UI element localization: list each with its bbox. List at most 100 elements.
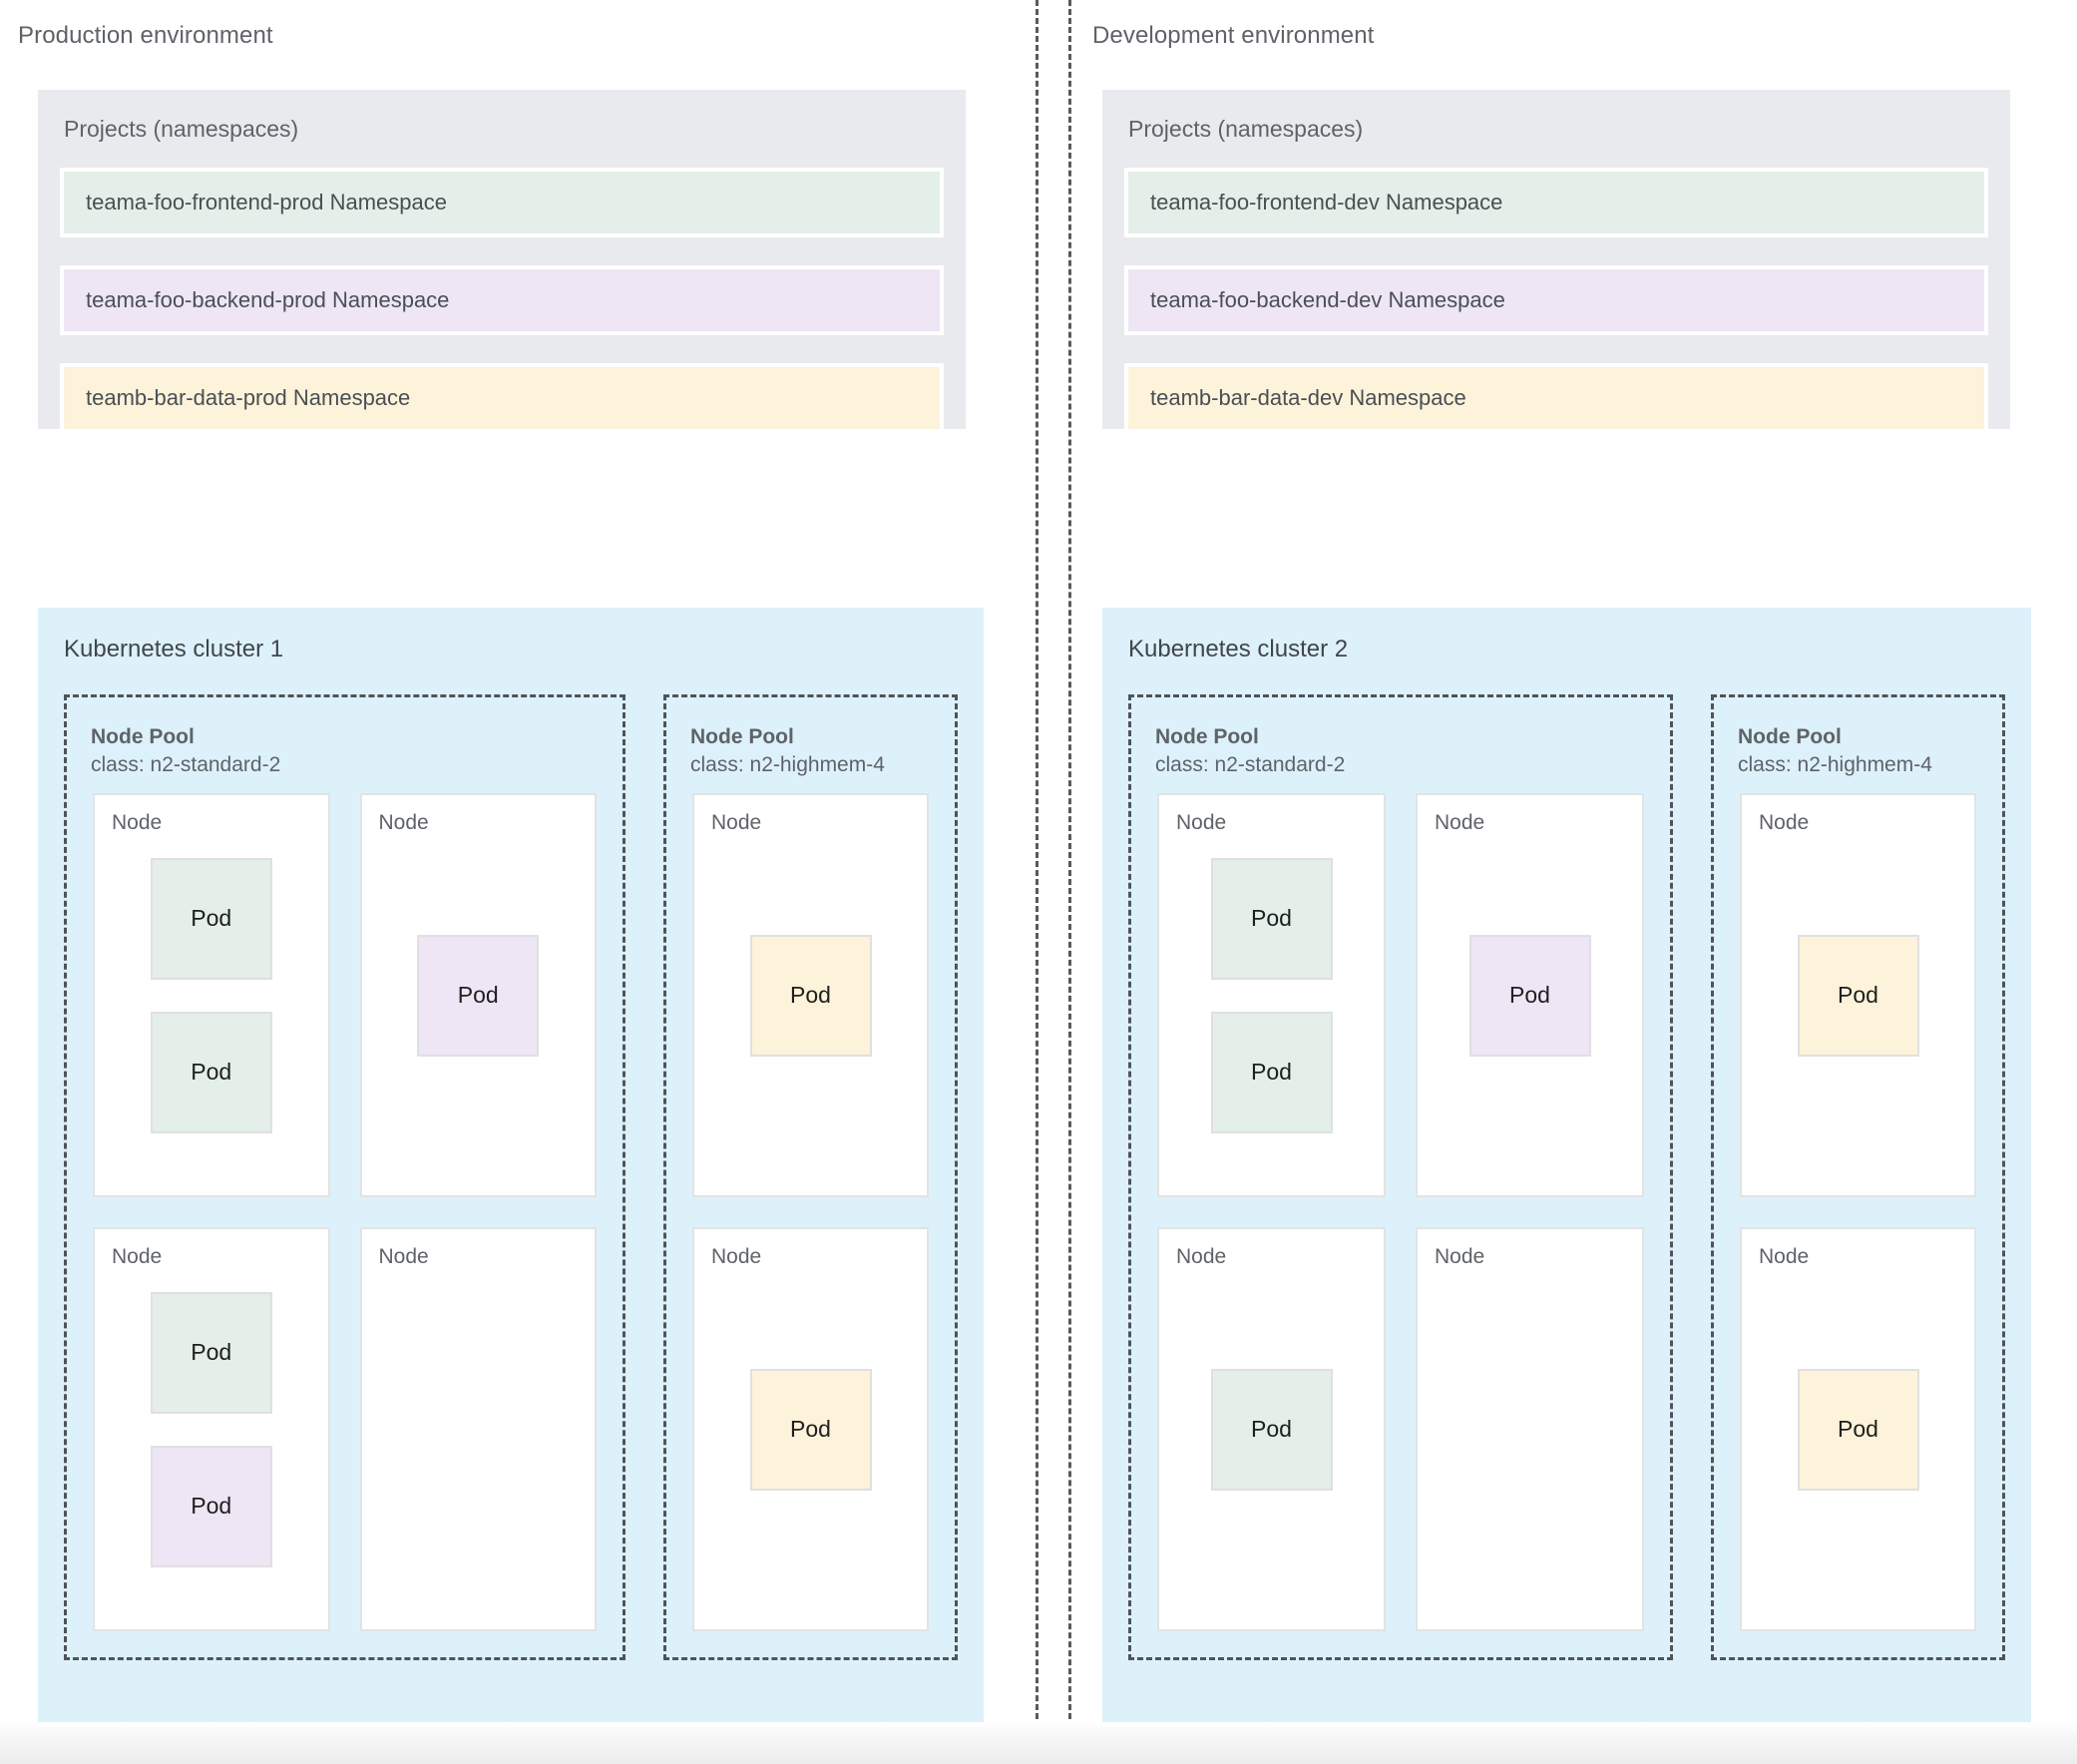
node-row: Node Pod Pod Node Pod — [1157, 793, 1644, 1197]
node-pool-class: class: n2-standard-2 — [91, 752, 281, 776]
kubernetes-cluster-panel: Kubernetes cluster 1 Node Pool class: n2… — [38, 608, 984, 1722]
pod-stack: Pod — [362, 795, 596, 1195]
namespace-box[interactable]: teamb-bar-data-prod Namespace — [60, 363, 944, 433]
node-pool-class: class: n2-standard-2 — [1155, 752, 1346, 776]
pod-stack: Pod — [1742, 1229, 1974, 1629]
node-pool-name: Node Pool — [1738, 725, 1842, 748]
namespace-list: teama-foo-frontend-dev Namespace teama-f… — [1124, 168, 1988, 433]
node[interactable]: Node Pod — [1740, 1227, 1976, 1631]
environment-title: Development environment — [1092, 22, 1375, 49]
node-label: Node — [112, 811, 163, 834]
pod-stack: Pod Pod — [1159, 795, 1384, 1195]
node[interactable]: Node Pod — [359, 793, 597, 1197]
node-grid: Node Pod Pod Node Pod — [93, 793, 597, 1631]
pod-stack — [362, 1229, 596, 1629]
node-label: Node — [1759, 1245, 1810, 1268]
pod-stack: Pod — [1159, 1229, 1384, 1629]
node-pool-header: Node Pool class: n2-standard-2 — [1155, 723, 1345, 778]
node-grid: Node Pod Node Pod — [1740, 793, 1976, 1631]
pod-stack: Pod Pod — [95, 795, 328, 1195]
node-pool-header: Node Pool class: n2-standard-2 — [91, 723, 280, 778]
projects-panel: Projects (namespaces) teama-foo-frontend… — [1102, 90, 2010, 433]
node-row: Node Pod — [692, 793, 929, 1197]
node[interactable]: Node Pod — [692, 1227, 929, 1631]
namespace-box[interactable]: teama-foo-backend-dev Namespace — [1124, 265, 1988, 335]
node-pool-container: Node Pool class: n2-standard-2 Node Pod … — [1128, 694, 2005, 1660]
pod[interactable]: Pod — [150, 1291, 272, 1414]
node-row: Node Pod Pod Node Pod — [93, 793, 597, 1197]
pod-stack: Pod — [1418, 795, 1642, 1195]
node-pool-header: Node Pool class: n2-highmem-4 — [1738, 723, 1932, 778]
namespace-list: teama-foo-frontend-prod Namespace teama-… — [60, 168, 944, 433]
node-pool-container: Node Pool class: n2-standard-2 Node Pod … — [64, 694, 958, 1660]
node[interactable]: Node Pod — [1416, 793, 1644, 1197]
node-row: Node Pod — [1740, 793, 1976, 1197]
node-pool: Node Pool class: n2-standard-2 Node Pod … — [1128, 694, 1673, 1660]
node-row: Node Pod Pod Node — [93, 1227, 597, 1631]
projects-panel: Projects (namespaces) teama-foo-frontend… — [38, 90, 966, 433]
pod-stack: Pod — [694, 1229, 927, 1629]
node-label: Node — [711, 1245, 762, 1268]
node-label: Node — [1759, 811, 1810, 834]
node-grid: Node Pod Node Pod — [692, 793, 929, 1631]
kubernetes-cluster-panel: Kubernetes cluster 2 Node Pool class: n2… — [1102, 608, 2031, 1722]
node-pool-header: Node Pool class: n2-highmem-4 — [690, 723, 885, 778]
pod[interactable]: Pod — [749, 1368, 872, 1491]
node-label: Node — [1176, 1245, 1227, 1268]
pod[interactable]: Pod — [1797, 934, 1919, 1057]
node-label: Node — [1435, 811, 1485, 834]
projects-panel-title: Projects (namespaces) — [64, 116, 299, 142]
pod[interactable]: Pod — [417, 934, 540, 1057]
node-label: Node — [1176, 811, 1227, 834]
node-pool-class: class: n2-highmem-4 — [690, 752, 885, 776]
node-pool-name: Node Pool — [1155, 725, 1259, 748]
node-row: Node Pod Node — [1157, 1227, 1644, 1631]
node[interactable]: Node Pod — [1740, 793, 1976, 1197]
node-label: Node — [112, 1245, 163, 1268]
pod[interactable]: Pod — [749, 934, 872, 1057]
environment-divider-line — [1068, 0, 1071, 1764]
namespace-box[interactable]: teamb-bar-data-dev Namespace — [1124, 363, 1988, 433]
node[interactable]: Node Pod Pod — [93, 793, 330, 1197]
environment-divider-line — [1036, 0, 1038, 1764]
pod-stack: Pod — [1742, 795, 1974, 1195]
pod-stack: Pod Pod — [95, 1229, 328, 1629]
pod[interactable]: Pod — [150, 1011, 272, 1133]
node-pool-name: Node Pool — [690, 725, 794, 748]
pod-stack — [1418, 1229, 1642, 1629]
node[interactable]: Node Pod — [692, 793, 929, 1197]
pod[interactable]: Pod — [1210, 1368, 1333, 1491]
page-bottom-edge — [0, 1722, 2077, 1764]
node-pool: Node Pool class: n2-standard-2 Node Pod … — [64, 694, 625, 1660]
node-label: Node — [378, 1245, 429, 1268]
cluster-title: Kubernetes cluster 2 — [1128, 636, 1349, 662]
namespace-box[interactable]: teama-foo-frontend-prod Namespace — [60, 168, 944, 237]
namespace-box[interactable]: teama-foo-frontend-dev Namespace — [1124, 168, 1988, 237]
pod-stack: Pod — [694, 795, 927, 1195]
pod[interactable]: Pod — [150, 1445, 272, 1567]
pod[interactable]: Pod — [1210, 857, 1333, 980]
cluster-title: Kubernetes cluster 1 — [64, 636, 284, 662]
node-label: Node — [711, 811, 762, 834]
node[interactable]: Node Pod — [1157, 1227, 1386, 1631]
node-label: Node — [378, 811, 429, 834]
node-row: Node Pod — [1740, 1227, 1976, 1631]
pod[interactable]: Pod — [150, 857, 272, 980]
node-pool-name: Node Pool — [91, 725, 195, 748]
node[interactable]: Node — [1416, 1227, 1644, 1631]
pod[interactable]: Pod — [1797, 1368, 1919, 1491]
node[interactable]: Node — [359, 1227, 597, 1631]
node-pool: Node Pool class: n2-highmem-4 Node Pod — [1711, 694, 2005, 1660]
node-label: Node — [1435, 1245, 1485, 1268]
projects-panel-title: Projects (namespaces) — [1128, 116, 1364, 142]
environment-title: Production environment — [18, 22, 273, 49]
node-grid: Node Pod Pod Node Pod — [1157, 793, 1644, 1631]
node[interactable]: Node Pod Pod — [93, 1227, 330, 1631]
node-row: Node Pod — [692, 1227, 929, 1631]
node-pool: Node Pool class: n2-highmem-4 Node Pod — [663, 694, 958, 1660]
namespace-box[interactable]: teama-foo-backend-prod Namespace — [60, 265, 944, 335]
node-pool-class: class: n2-highmem-4 — [1738, 752, 1932, 776]
pod[interactable]: Pod — [1468, 934, 1591, 1057]
pod[interactable]: Pod — [1210, 1011, 1333, 1133]
node[interactable]: Node Pod Pod — [1157, 793, 1386, 1197]
